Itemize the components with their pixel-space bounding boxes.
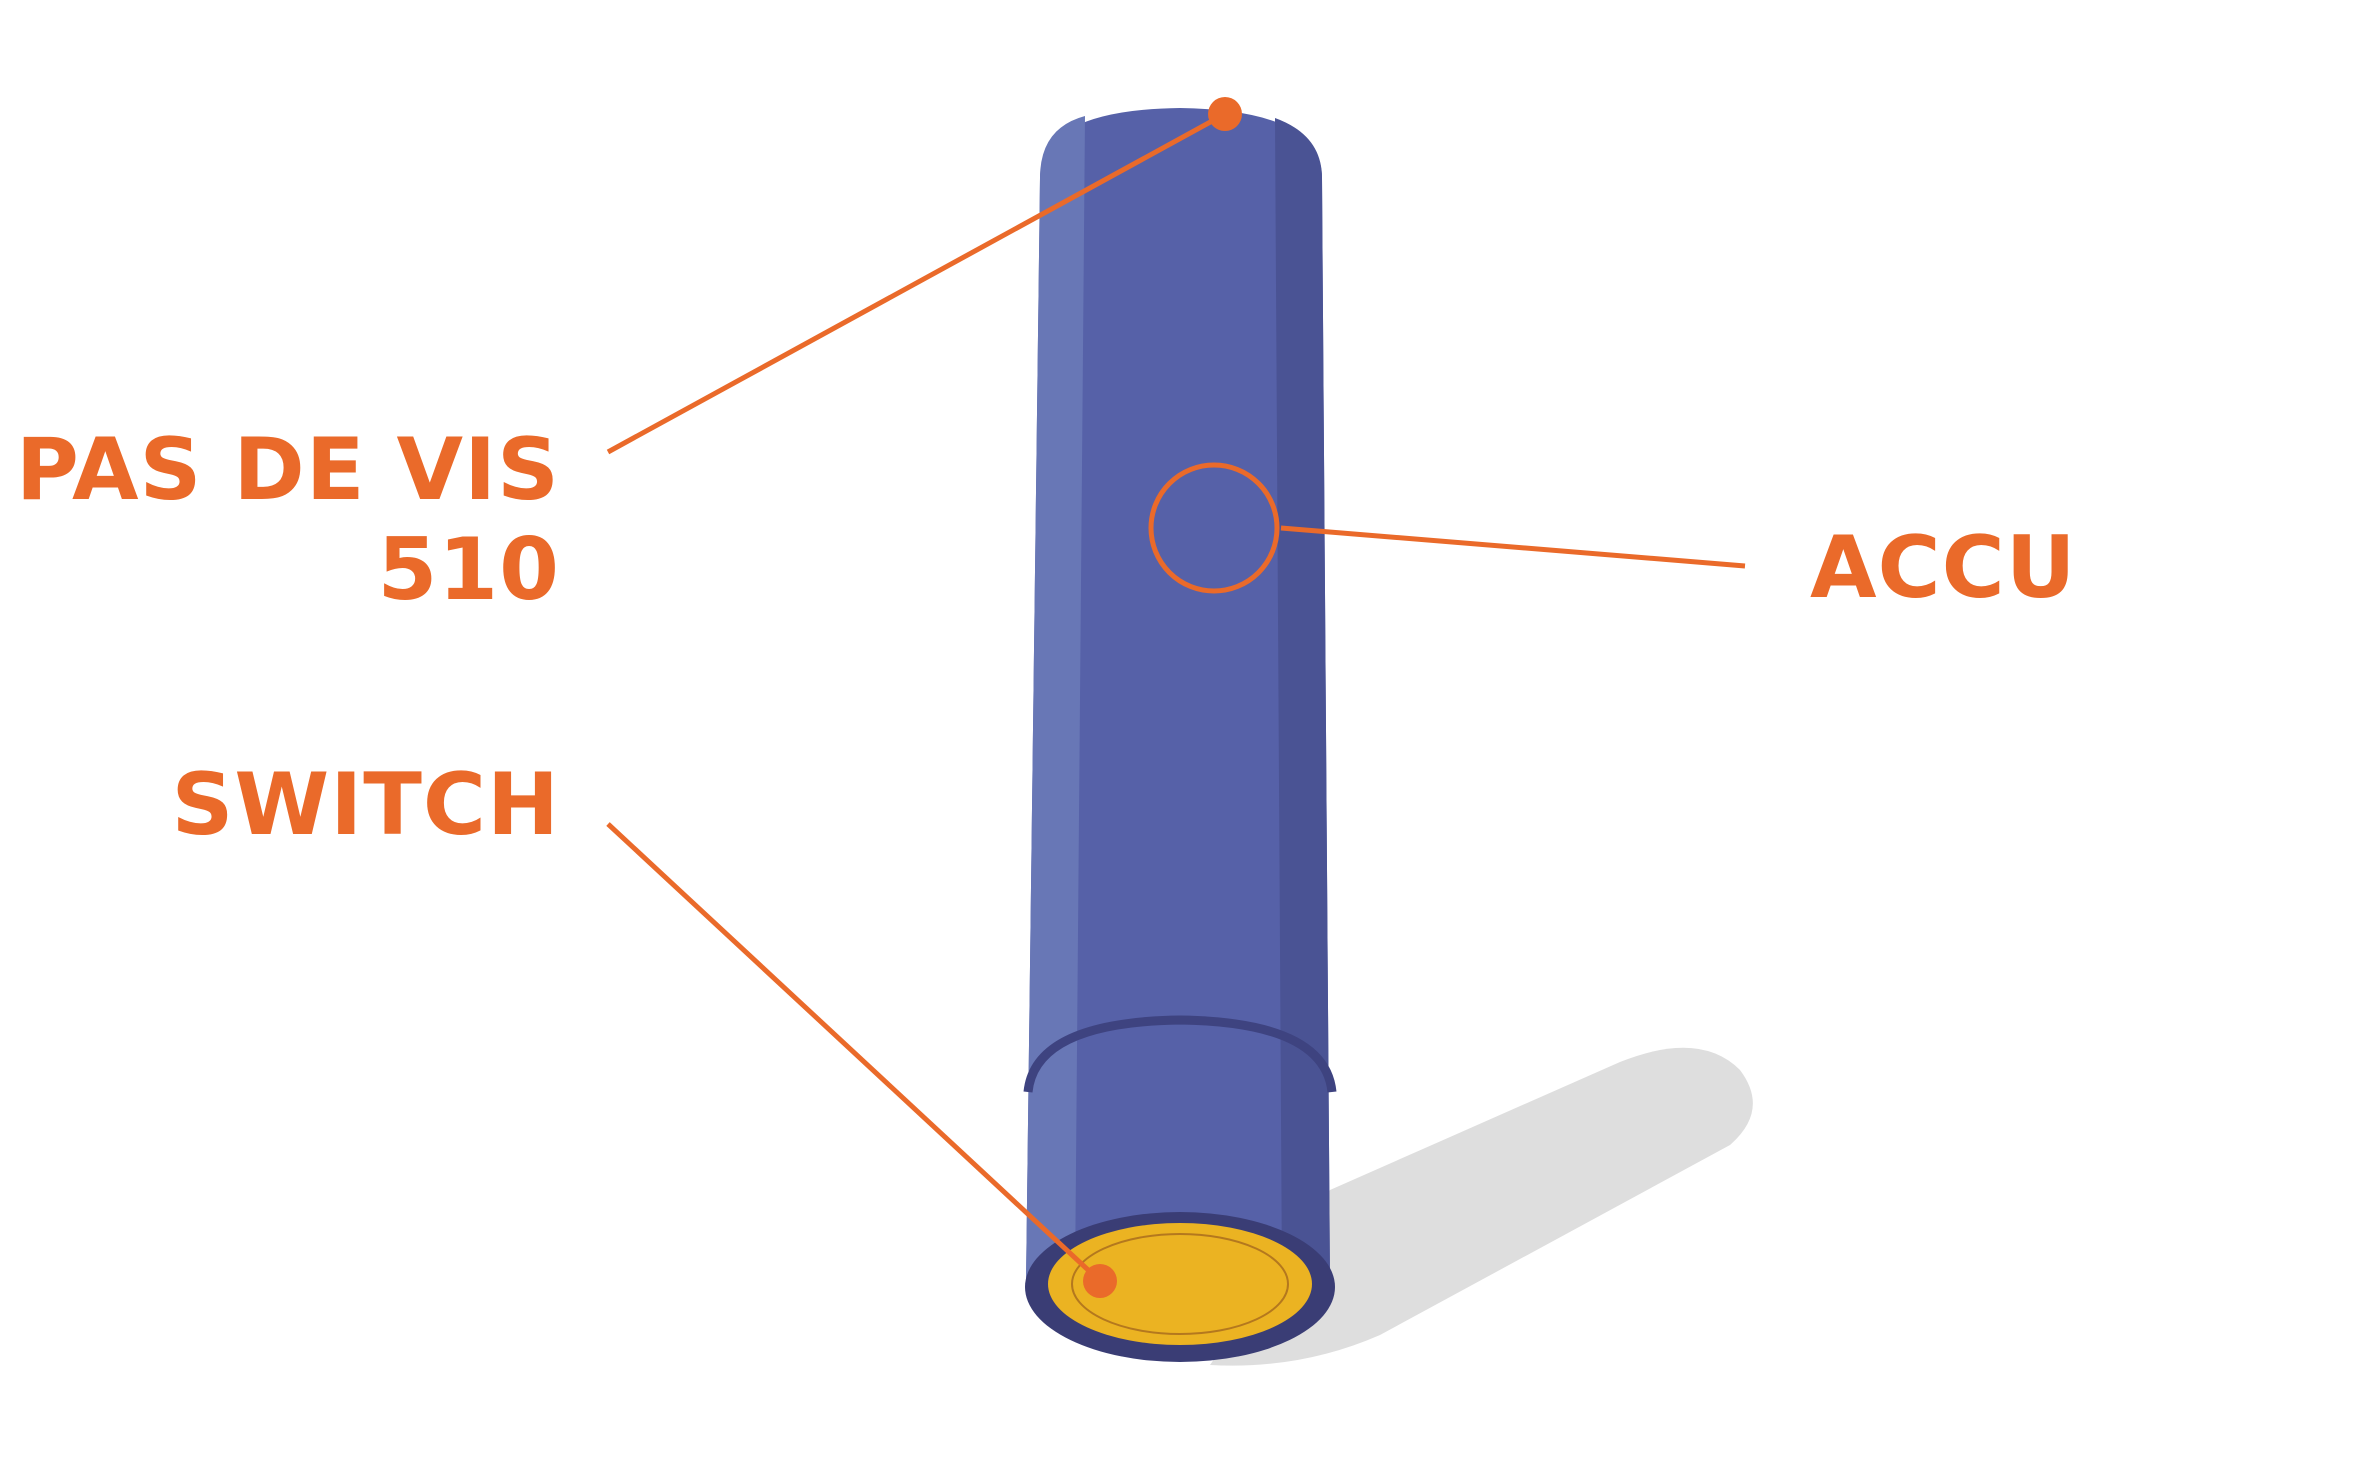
switch-dot-marker-icon: [1083, 1264, 1117, 1298]
battery-highlight: [1026, 116, 1085, 1282]
battery-shadow: [1210, 1047, 1753, 1366]
thread-dot-marker-icon: [1208, 97, 1242, 131]
battery-shade: [1275, 118, 1330, 1282]
thread-label-line1: PAS DE VIS: [15, 420, 560, 520]
switch-button[interactable]: [1048, 1223, 1312, 1345]
switch-leader-line: [606, 822, 1102, 1283]
thread-leader-line: [606, 111, 1227, 455]
battery-body: [1026, 108, 1330, 1282]
thread-label-line2: 510: [377, 520, 560, 620]
accu-label: ACCU: [1810, 518, 2077, 618]
thread-label: PAS DE VIS 510: [0, 420, 560, 620]
accu-leader-line: [1280, 525, 1746, 569]
switch-label: SWITCH: [171, 755, 560, 855]
switch-button-inner-ring: [1071, 1233, 1289, 1335]
accu-ring-marker-icon: [1148, 462, 1280, 594]
battery-band: [1023, 1015, 1337, 1093]
